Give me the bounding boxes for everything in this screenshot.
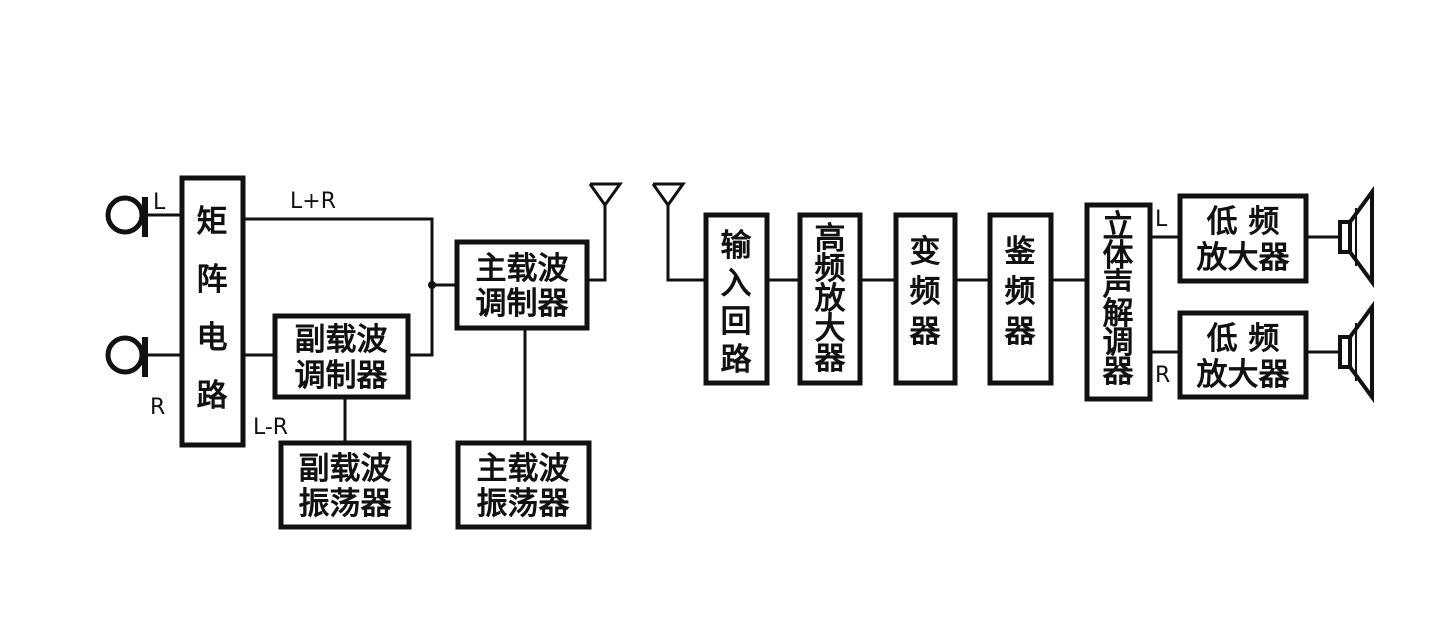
mic-left-label: L: [153, 190, 166, 215]
detector-box: 鉴 频 器: [987, 212, 1054, 386]
stereo-decoder-box: 立 体 声 解 调 器: [1084, 202, 1153, 402]
svg-text:频: 频: [910, 274, 941, 310]
svg-text:路: 路: [721, 342, 753, 378]
svg-text:低 频: 低 频: [1206, 321, 1280, 357]
svg-text:大: 大: [815, 311, 846, 347]
svg-text:鉴: 鉴: [1004, 234, 1037, 270]
sum-signal-label: L+R: [290, 189, 336, 214]
transmitter-connections: [143, 203, 607, 445]
subcarrier-modulator-box: 副载波 调制器: [272, 313, 411, 400]
microphone-left-icon: [105, 195, 148, 237]
svg-text:调: 调: [1103, 325, 1134, 361]
svg-text:器: 器: [1102, 354, 1135, 390]
difference-signal-label: L-R: [253, 415, 288, 440]
subcarrier-oscillator-box: 副载波 振荡器: [278, 440, 412, 530]
af-amplifier-left-box: 低 频 放大器: [1177, 193, 1309, 284]
output-right-label: R: [1155, 363, 1170, 388]
svg-text:器: 器: [909, 314, 942, 350]
svg-text:低 频: 低 频: [1206, 204, 1280, 240]
svg-text:声: 声: [1103, 267, 1134, 303]
svg-text:高: 高: [815, 221, 846, 257]
receiver-connections: [666, 203, 1342, 354]
input-circuit-box: 输 入 回 路: [703, 212, 770, 386]
main-carrier-modulator-box: 主载波 调制器: [454, 239, 590, 331]
svg-text:放大器: 放大器: [1196, 357, 1291, 393]
microphone-right-icon: [105, 335, 148, 377]
svg-text:副载波: 副载波: [295, 322, 388, 358]
output-left-label: L: [1155, 207, 1168, 232]
main-carrier-oscillator-box: 主载波 振荡器: [455, 440, 592, 530]
svg-text:路: 路: [197, 378, 229, 414]
svg-text:放: 放: [814, 281, 847, 317]
svg-text:入: 入: [721, 266, 752, 302]
svg-text:立: 立: [1103, 209, 1134, 245]
junction-dot: [428, 281, 436, 289]
svg-text:频: 频: [815, 251, 846, 287]
svg-text:器: 器: [1004, 314, 1037, 350]
svg-text:副载波: 副载波: [299, 451, 392, 487]
svg-text:器: 器: [814, 341, 847, 377]
svg-text:变: 变: [910, 234, 941, 270]
svg-text:放大器: 放大器: [1196, 240, 1291, 276]
svg-text:矩: 矩: [197, 204, 228, 240]
svg-text:调制器: 调制器: [295, 358, 389, 394]
svg-text:体: 体: [1103, 238, 1134, 274]
svg-text:振荡器: 振荡器: [477, 486, 571, 522]
rf-amplifier-box: 高 频 放 大 器: [797, 212, 863, 386]
af-amplifier-right-box: 低 频 放大器: [1177, 310, 1309, 400]
speaker-left-icon: [1338, 185, 1374, 289]
svg-text:主载波: 主载波: [476, 251, 569, 287]
transmit-antenna-icon: [588, 182, 623, 208]
svg-text:输: 输: [721, 228, 753, 264]
mic-right-label: R: [150, 395, 165, 420]
svg-text:回: 回: [721, 304, 752, 340]
svg-text:主载波: 主载波: [477, 451, 570, 487]
receive-antenna-icon: [651, 182, 686, 208]
svg-text:阵: 阵: [197, 262, 228, 298]
matrix-circuit-box: 矩 阵 电 路: [179, 175, 246, 448]
svg-text:解: 解: [1103, 296, 1134, 332]
svg-text:频: 频: [1005, 274, 1036, 310]
svg-text:电: 电: [197, 320, 228, 356]
svg-text:振荡器: 振荡器: [299, 486, 393, 522]
svg-text:调制器: 调制器: [476, 286, 570, 322]
speaker-right-icon: [1338, 300, 1374, 404]
mixer-box: 变 频 器: [893, 212, 958, 386]
